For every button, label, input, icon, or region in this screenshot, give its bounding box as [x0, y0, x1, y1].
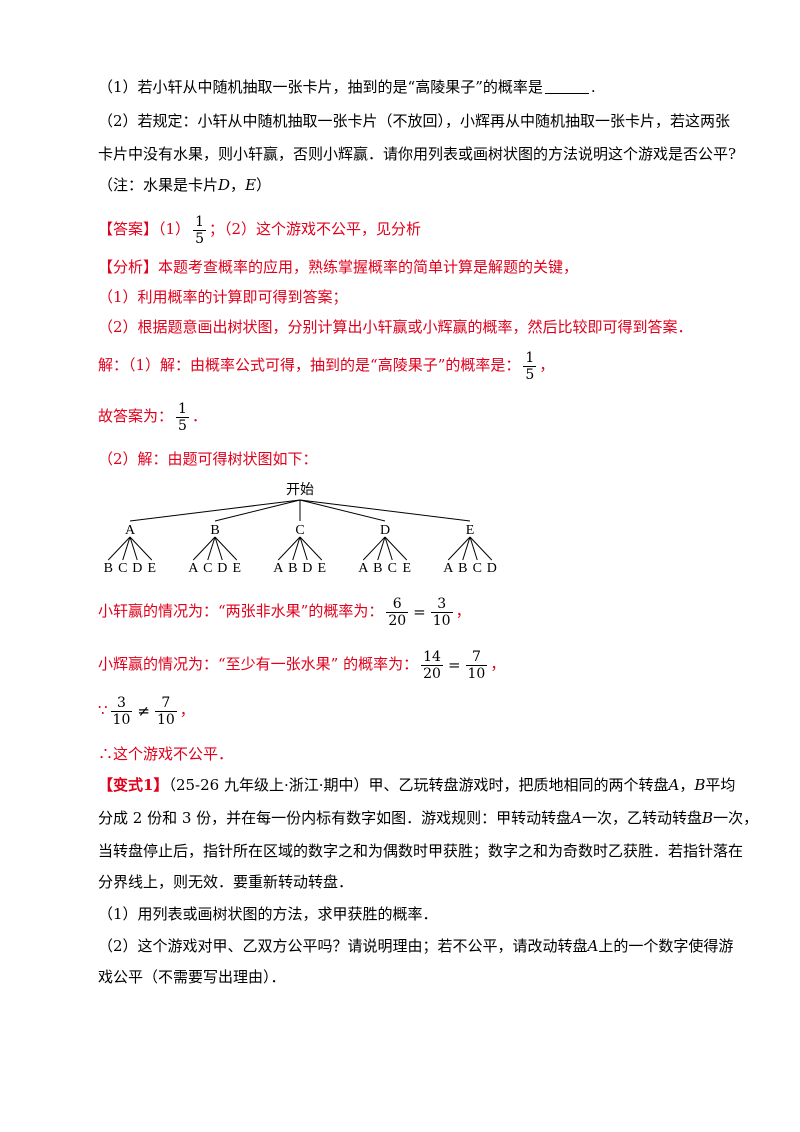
- tree-sub-branch: [129, 536, 138, 561]
- tree-leaf-B: B: [288, 561, 297, 576]
- tree-root: 开始: [286, 482, 314, 498]
- tree-branch: [129, 499, 301, 522]
- tree-sub-branch: [107, 536, 131, 561]
- tree-sub-branch: [122, 536, 131, 561]
- variant-question-2: （2）这个游戏对甲、乙双方公平吗？请说明理由；若不公平，请改动转盘A上的一个数字…: [98, 937, 734, 955]
- tree-leaf-E: E: [402, 561, 411, 576]
- tree-branch: [299, 499, 386, 522]
- tree-leaf-E: E: [232, 561, 241, 576]
- analysis-line-2: （1）利用概率的计算即可得到答案；: [98, 288, 348, 306]
- variant-line-2: 分成 2 份和 3 份，并在每一份内标有数字如图．游戏规则：甲转动转盘A一次，乙…: [98, 809, 759, 827]
- tree-sub-branch: [129, 536, 153, 561]
- variant-label: 【变式1】: [98, 776, 169, 794]
- tree-leaf-C: C: [118, 561, 127, 576]
- tree-leaf-E: E: [317, 561, 326, 576]
- tree-branch: [299, 499, 471, 522]
- variant-question-2-line-2: 戏公平（不需要写出理由）．: [98, 968, 286, 986]
- question-1: （1）若小轩从中随机抽取一张卡片，抽到的是“高陵果子”的概率是.: [98, 78, 596, 96]
- tree-leaf-A: A: [188, 561, 199, 576]
- tree-leaf-C: C: [203, 561, 212, 576]
- tree-sub-branch: [207, 536, 216, 561]
- tree-sub-branch: [299, 536, 308, 561]
- analysis-line-1: 【分析】本题考查概率的应用，熟练掌握概率的简单计算是解题的关键，: [98, 258, 579, 276]
- tree-sub-branch: [462, 536, 471, 561]
- solution-step-3: （2）解：由题可得树状图如下：: [98, 450, 318, 468]
- analysis-line-3: （2）根据题意画出树状图，分别计算出小轩赢或小辉赢的概率，然后比较即可得到答案．: [98, 318, 693, 336]
- tree-sub-branch: [469, 536, 493, 561]
- tree-sub-branch: [192, 536, 216, 561]
- tree-leaf-B: B: [458, 561, 467, 576]
- conclusion: ∴这个游戏不公平．: [98, 745, 234, 763]
- tree-sub-branch: [362, 536, 386, 561]
- tree-sub-branch: [214, 536, 223, 561]
- tree-leaf-B: B: [373, 561, 382, 576]
- tree-sub-branch: [384, 536, 408, 561]
- tree-sub-branch: [469, 536, 478, 561]
- variant-line-1: 【变式1】（25-26 九年级上·浙江·期中）甲、乙玩转盘游戏时，把质地相同的两…: [98, 776, 736, 794]
- tree-sub-branch: [277, 536, 301, 561]
- tree-sub-branch: [377, 536, 386, 561]
- tree-leaf-A: A: [273, 561, 284, 576]
- tree-sub-branch: [384, 536, 393, 561]
- tree-leaf-D: D: [487, 561, 497, 576]
- tree-sub-branch: [447, 536, 471, 561]
- tree-leaf-B: B: [104, 561, 113, 576]
- tree-leaf-C: C: [473, 561, 482, 576]
- tree-leaf-D: D: [302, 561, 312, 576]
- tree-sub-branch: [214, 536, 238, 561]
- tree-node-C: C: [295, 523, 304, 538]
- variant-line-3: 当转盘停止后，指针所在区域的数字之和为偶数时甲获胜；数字之和为奇数时乙获胜．若指…: [98, 842, 744, 860]
- question-2-line-2: 卡片中没有水果，则小轩赢，否则小辉赢．请你用列表或画树状图的方法说明这个游戏是否…: [98, 145, 737, 163]
- tree-leaf-A: A: [443, 561, 454, 576]
- question-note: （注：水果是卡片D，E）: [98, 176, 272, 194]
- tree-sub-branch: [292, 536, 301, 561]
- tree-node-E: E: [466, 523, 475, 538]
- tree-sub-branch: [299, 536, 323, 561]
- variant-line-4: 分界线上，则无效．要重新转动转盘．: [98, 873, 354, 891]
- tree-leaf-A: A: [358, 561, 369, 576]
- variant-question-1: （1）用列表或画树状图的方法，求甲获胜的概率．: [98, 905, 438, 923]
- tree-node-A: A: [125, 523, 136, 538]
- question-2-line-1: （2）若规定：小轩从中随机抽取一张卡片（不放回），小辉再从中随机抽取一张卡片，若…: [98, 112, 731, 130]
- tree-leaf-C: C: [388, 561, 397, 576]
- tree-node-B: B: [210, 523, 219, 538]
- tree-leaf-D: D: [217, 561, 227, 576]
- tree-leaf-E: E: [147, 561, 156, 576]
- tree-node-D: D: [380, 523, 390, 538]
- tree-leaf-D: D: [132, 561, 142, 576]
- answer-blank: [544, 79, 589, 94]
- tree-branch: [214, 499, 301, 522]
